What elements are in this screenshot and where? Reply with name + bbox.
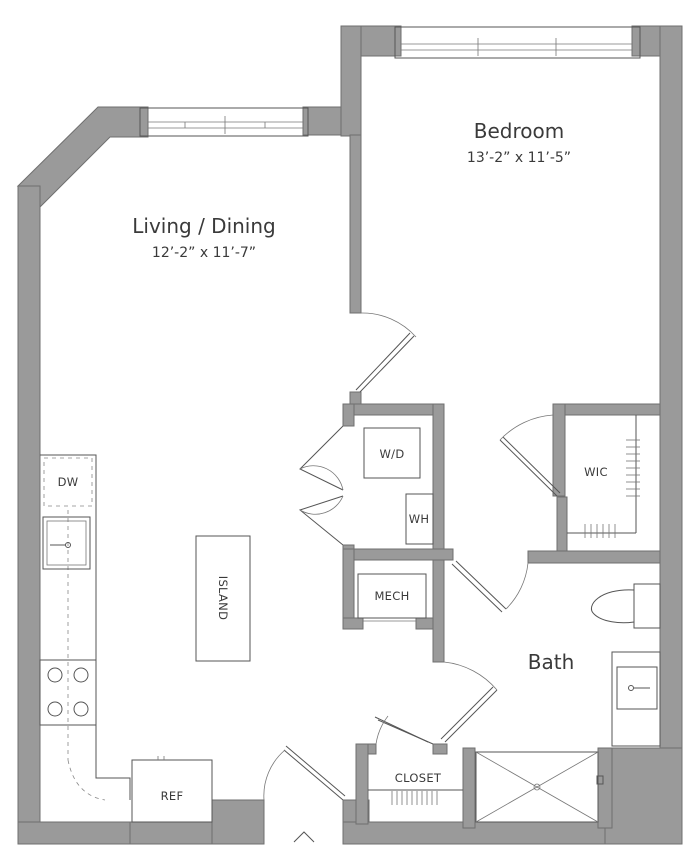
- interior-walls: [342, 134, 661, 829]
- toilet: [591, 583, 661, 629]
- water-heater-label: WH: [409, 512, 430, 526]
- mech-closet: MECH: [357, 573, 427, 622]
- wic-label: WIC: [584, 465, 608, 479]
- water-heater: WH: [405, 493, 434, 545]
- refrigerator-label: REF: [161, 789, 184, 803]
- outer-walls: [16, 25, 683, 845]
- living-dims: 12’-2” x 11’-7”: [152, 245, 256, 261]
- walk-in-closet: WIC: [567, 415, 640, 538]
- washer-dryer-label: W/D: [379, 447, 404, 461]
- laundry-bifold-door: [298, 425, 344, 546]
- closet-door: [374, 715, 434, 745]
- island: ISLAND: [195, 535, 251, 662]
- bedroom-name: Bedroom: [474, 119, 564, 143]
- bath-entry-door: [440, 661, 498, 743]
- bath-vanity: [611, 651, 661, 747]
- linen-closet: CLOSET: [368, 771, 463, 805]
- wic-door: [499, 414, 561, 497]
- kitchen-sink: [42, 516, 91, 570]
- bath-door: [451, 560, 529, 613]
- bedroom-window: [394, 26, 641, 59]
- cooktop: [39, 659, 97, 726]
- washer-dryer: W/D: [363, 427, 421, 479]
- refrigerator: REF: [131, 756, 213, 823]
- bath-name: Bath: [528, 650, 575, 674]
- bedroom-door: [355, 312, 417, 393]
- shower: [475, 751, 604, 823]
- island-label: ISLAND: [216, 576, 230, 621]
- entry-door: [263, 745, 346, 843]
- dishwasher: DW: [43, 457, 93, 507]
- mech-label: MECH: [374, 589, 409, 603]
- living-window: [139, 107, 309, 137]
- closet-label: CLOSET: [395, 771, 442, 785]
- kitchen-counter: [40, 454, 131, 801]
- living-name: Living / Dining: [132, 214, 275, 238]
- bedroom-dims: 13’-2” x 11’-5”: [467, 150, 571, 166]
- dishwasher-label: DW: [58, 475, 79, 489]
